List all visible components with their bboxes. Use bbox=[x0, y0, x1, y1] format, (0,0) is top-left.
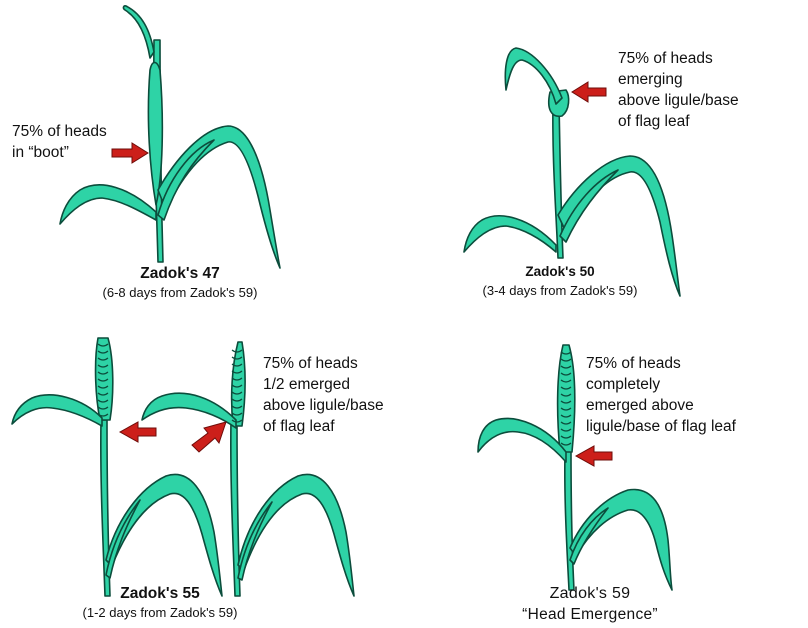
stage-59-annotation: 75% of heads completely emerged above li… bbox=[586, 353, 736, 437]
stem bbox=[565, 450, 574, 590]
stage-50-caption: Zadok's 50 (3-4 days from Zadok's 59) bbox=[440, 262, 680, 300]
arrow-stage-55-left bbox=[120, 422, 156, 442]
flag-leaf bbox=[123, 6, 154, 58]
stage-55-title: Zadok's 55 bbox=[40, 584, 280, 604]
left-leaf bbox=[478, 418, 566, 462]
stage-50-subtitle: (3-4 days from Zadok's 59) bbox=[440, 282, 680, 300]
stage-50-annotation: 75% of heads emerging above ligule/base … bbox=[618, 48, 739, 132]
left-leaf bbox=[464, 216, 556, 252]
arrow-stage-47 bbox=[112, 143, 148, 163]
stage-55-annotation: 75% of heads 1/2 emerged above ligule/ba… bbox=[263, 353, 384, 437]
stage-59-caption: Zadok's 59 “Head Emergence” bbox=[490, 584, 690, 626]
arrow-stage-59 bbox=[576, 446, 612, 466]
arrow-stage-55-right bbox=[192, 422, 226, 452]
left-leaf bbox=[12, 395, 102, 426]
stage-47-subtitle: (6-8 days from Zadok's 59) bbox=[60, 284, 300, 302]
boot-leaf-sheath bbox=[148, 63, 162, 206]
left-leaf bbox=[60, 185, 156, 224]
stage-50-title: Zadok's 50 bbox=[440, 262, 680, 282]
stage-47-title: Zadok's 47 bbox=[60, 264, 300, 284]
stage-47-annotation: 75% of heads in “boot” bbox=[12, 121, 107, 163]
stage-55-subtitle: (1-2 days from Zadok's 59) bbox=[40, 604, 280, 622]
stage-59-subtitle: “Head Emergence” bbox=[490, 604, 690, 626]
stage-55-plant-a bbox=[12, 338, 222, 596]
stage-55-caption: Zadok's 55 (1-2 days from Zadok's 59) bbox=[40, 584, 280, 622]
stage-47-caption: Zadok's 47 (6-8 days from Zadok's 59) bbox=[60, 264, 300, 302]
stage-59-title: Zadok's 59 bbox=[490, 584, 690, 604]
arrow-stage-50 bbox=[572, 82, 606, 102]
stem bbox=[231, 420, 240, 596]
right-leaf-arch bbox=[158, 126, 280, 268]
flag-leaf-hook bbox=[505, 48, 562, 104]
